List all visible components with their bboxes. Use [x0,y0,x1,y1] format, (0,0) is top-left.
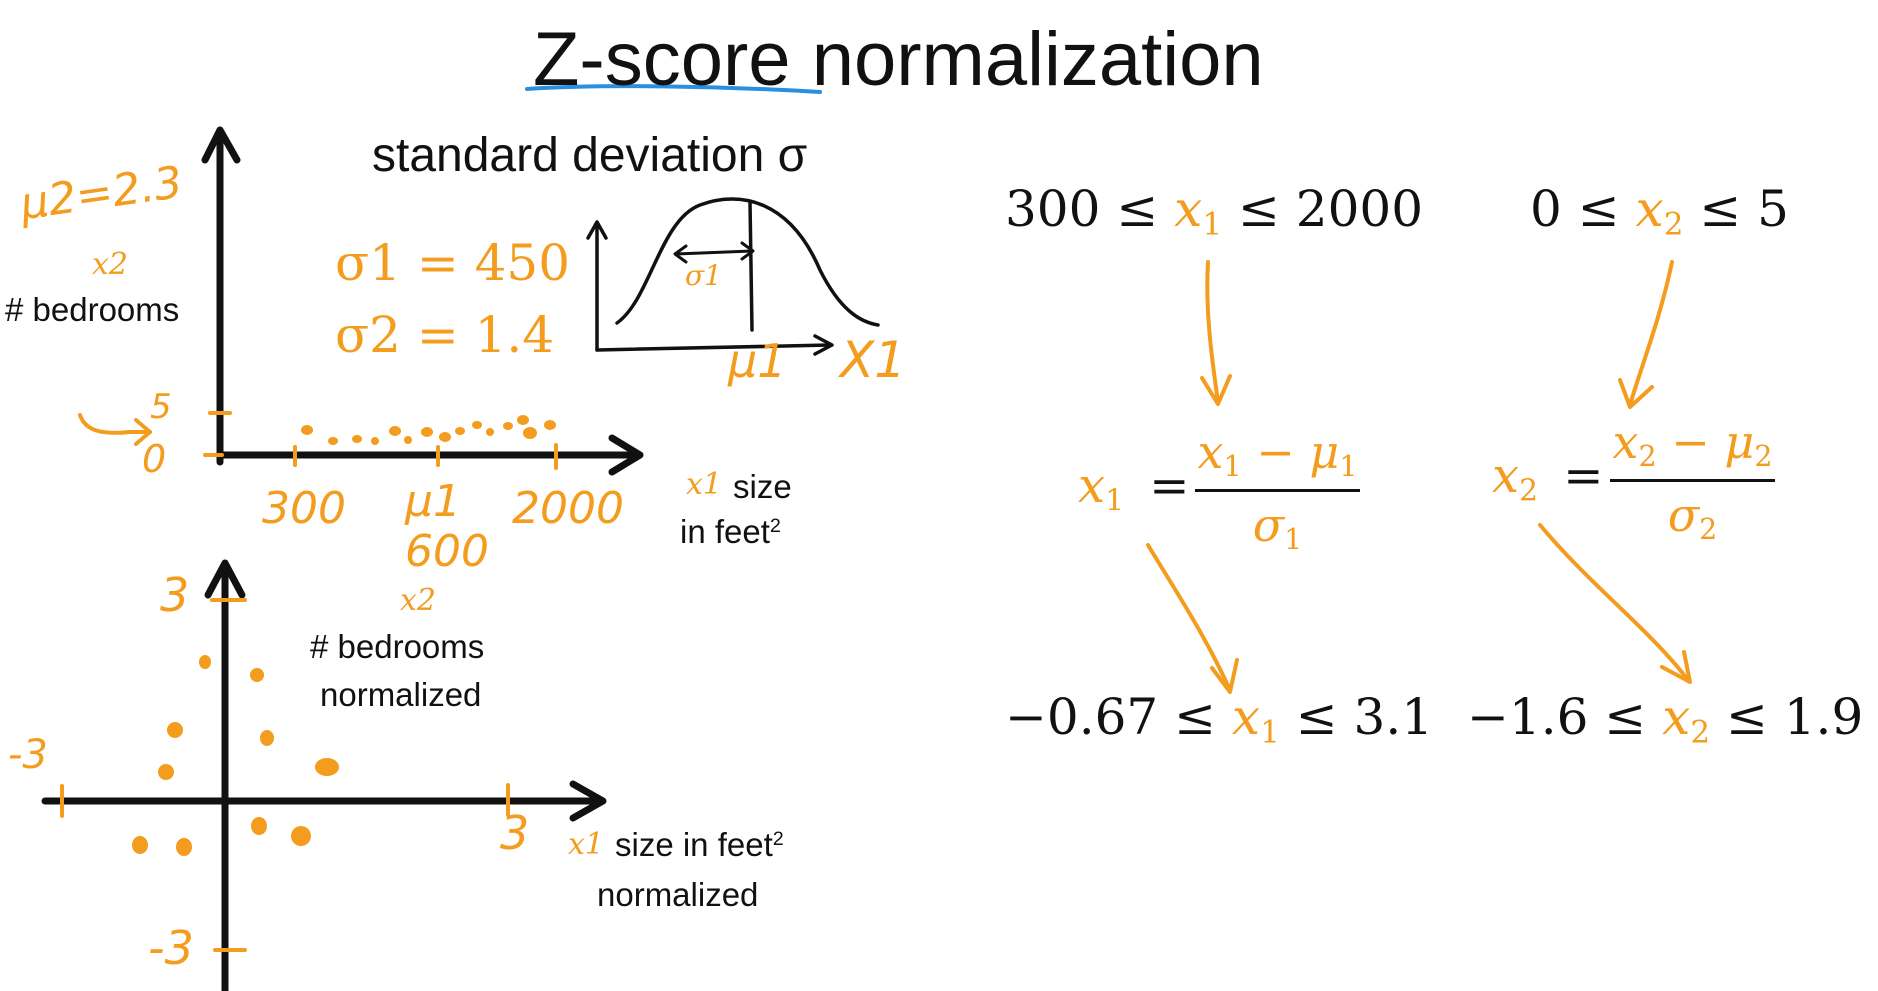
top-x-tick-600-label: 600 [405,526,489,577]
top-dot [544,420,556,430]
bottom-x-arrowhead [569,780,607,822]
bottom-y-var: x2 [400,583,437,618]
arrow-z2-down-head [1660,650,1692,684]
top-dot [371,437,379,445]
top-dot [517,415,529,425]
top-x-var: x1 [686,467,723,502]
top-dot [503,422,513,430]
top-x-label-line2: in feet2 [680,513,781,550]
bottom-dot [176,838,192,856]
bottom-dot [199,655,211,669]
top-dot [404,436,412,444]
z2-numerator: x2 − μ2 [1612,415,1773,473]
arrow-z1-down [1146,543,1232,692]
title-underline [525,84,822,94]
bottom-y-label-line2: normalized [320,676,482,713]
bottom-dot [167,722,183,738]
top-x-tick-2000-label: 2000 [512,483,624,534]
result-x2: −1.6 ≤ x2 ≤ 1.9 [1467,688,1864,751]
bottom-dot [315,758,339,776]
bottom-dot [158,764,174,780]
bell-mu-label: μ1 [728,334,787,388]
bottom-dot [250,668,264,682]
top-dot [439,432,451,442]
z1-denominator: σ1 [1252,497,1303,556]
std-dev-heading: standard deviation σ [372,129,808,182]
bell-x-arrowhead [813,334,834,356]
sigma2-value: σ2 = 1.4 [335,306,555,364]
bottom-x-label-line2: normalized [597,876,759,913]
arrow-range1-down-head [1200,374,1232,406]
bottom-y-tick-pos-label: 3 [160,568,190,622]
top-y-label: # bedrooms [5,291,180,328]
top-dot [301,425,313,435]
top-x-label-line1: size [733,468,792,505]
bell-sigma-label: σ1 [685,259,722,292]
arrow-range2-down [1628,260,1674,407]
bottom-dot [260,730,274,746]
bottom-dot [132,836,148,854]
bottom-dot [291,826,311,846]
top-x-tick-mu1-label: μ1 [405,476,461,527]
top-dot [328,437,338,445]
range-x2: 0 ≤ x2 ≤ 5 [1530,180,1789,243]
bottom-x-tick-pos-label: 3 [500,806,530,860]
bell-x-label: X1 [840,331,907,389]
z1-fraction-bar [1195,488,1360,492]
z1-fraction: x1 − μ1 σ1 [1195,425,1360,556]
bell-mean-line [748,200,754,332]
top-y-tick-arrowhead [134,418,152,446]
arrow-range2-down-head [1618,378,1654,409]
z2-lhs: x2 = [1492,448,1604,509]
page-title: Z-score normalization [533,22,1264,98]
top-y-arrowhead [201,126,241,164]
top-y-tick-0-label: 0 [142,437,167,481]
arrow-z2-down [1538,523,1690,682]
z1-numerator: x1 − μ1 [1197,425,1358,483]
bottom-dot [251,817,267,835]
sigma1-value: σ1 = 450 [335,234,571,292]
bell-sigma-arrowhead-right [740,241,755,261]
top-dot [455,427,465,435]
top-x-arrowhead [608,434,644,476]
bell-sigma-arrowhead-left [673,244,688,264]
top-x-tick-300-label: 300 [262,483,346,534]
bell-y-arrowhead [586,220,608,240]
top-dot [523,427,537,439]
z2-fraction: x2 − μ2 σ2 [1610,415,1775,546]
top-y-tick-5-label: 5 [150,387,172,427]
bottom-y-arrowhead [204,559,246,599]
top-y-tick-arrow [78,413,152,435]
top-dot [421,427,433,437]
z1-lhs: x1 = [1078,458,1190,519]
top-dot [486,428,494,436]
title-text: Z-score normalization [533,17,1264,102]
top-dot [472,421,482,429]
arrow-z1-down-head [1210,658,1239,694]
bell-x-axis [595,343,832,352]
bell-curve [615,197,880,327]
result-x1: −0.67 ≤ x1 ≤ 3.1 [1005,688,1434,751]
top-dot [389,426,401,436]
bottom-x-tick-neg-label: -3 [8,732,48,778]
bottom-y-tick-neg-label: -3 [148,921,194,975]
top-y-var: x2 [92,247,129,282]
range-x1: 300 ≤ x1 ≤ 2000 [1005,180,1424,243]
top-dot [352,435,362,443]
bottom-y-label-line1: # bedrooms [310,628,485,665]
bottom-x-label-line1: size in feet2 [615,826,784,863]
z2-denominator: σ2 [1667,487,1718,546]
bell-sigma-arrow [674,249,754,256]
arrow-range1-down [1205,260,1220,404]
bottom-x-var: x1 [568,827,605,862]
z2-fraction-bar [1610,478,1775,482]
